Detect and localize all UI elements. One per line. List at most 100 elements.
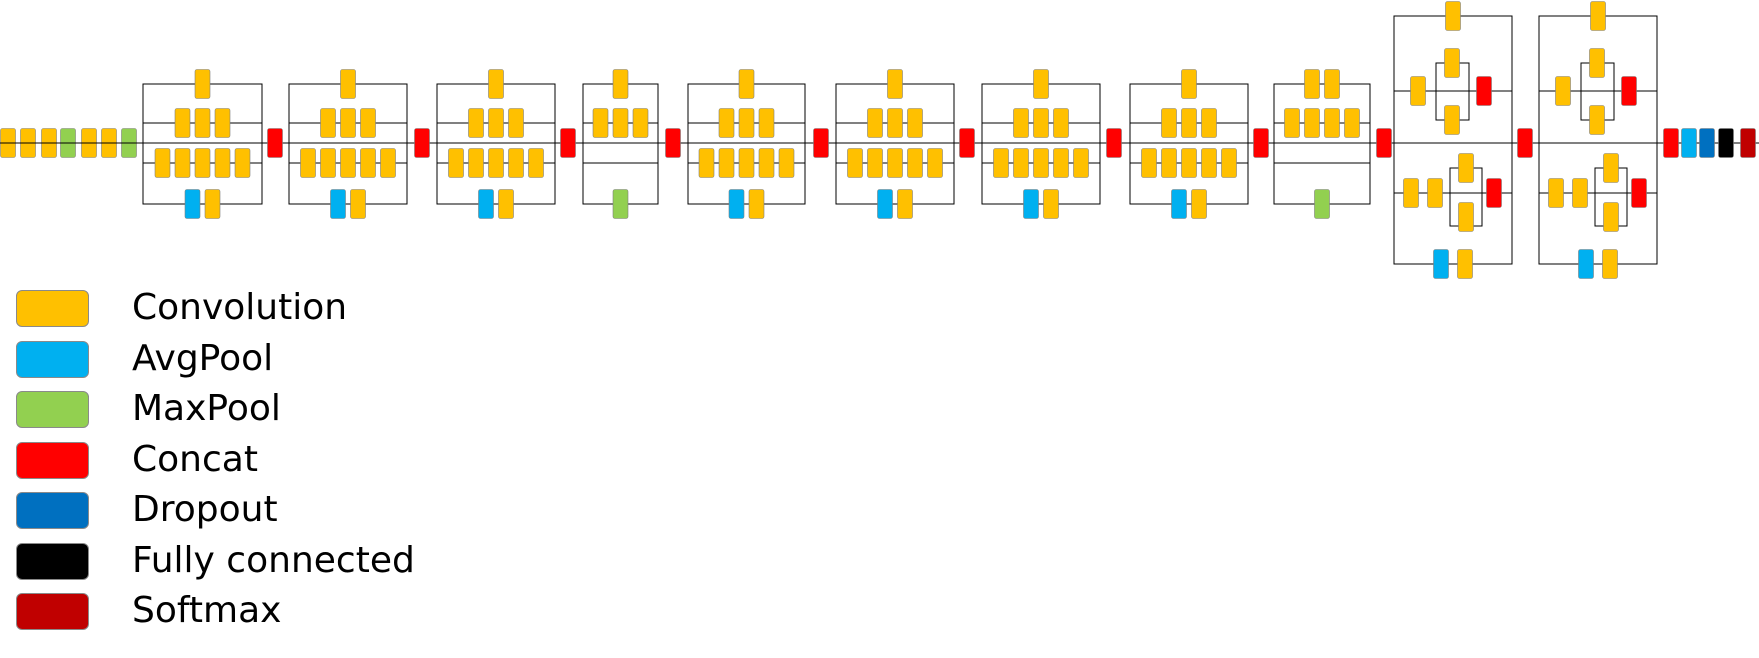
convolution-block — [1590, 1, 1606, 31]
concat-block — [1376, 128, 1392, 158]
convolution-swatch — [16, 290, 89, 327]
convolution-block — [1043, 189, 1059, 219]
convolution-block — [360, 108, 376, 138]
module-b-1 — [687, 83, 806, 205]
convolution-block — [1324, 69, 1340, 99]
convolution-block — [867, 108, 883, 138]
concat-block — [414, 128, 430, 158]
convolution-block — [1444, 105, 1460, 135]
avgpool-block — [478, 189, 494, 219]
convolution-block — [1201, 148, 1217, 178]
convolution-block — [887, 108, 903, 138]
concat-block — [267, 128, 283, 158]
convolution-block — [498, 189, 514, 219]
legend-item-convolution: Convolution — [16, 287, 616, 330]
convolution-block — [897, 189, 913, 219]
convolution-block — [612, 69, 629, 99]
avgpool-block — [1023, 189, 1039, 219]
avgpool-block — [1578, 249, 1594, 279]
concat-block — [813, 128, 829, 158]
convolution-block — [1141, 148, 1157, 178]
legend-item-maxpool: MaxPool — [16, 388, 616, 431]
convolution-block — [718, 108, 735, 138]
convolution-block — [1013, 108, 1029, 138]
convolution-block — [1073, 148, 1089, 178]
convolution-block — [1555, 76, 1571, 106]
concat-block — [1253, 128, 1269, 158]
maxpool-swatch — [16, 391, 89, 428]
convolution-block — [528, 148, 544, 178]
convolution-block — [1053, 108, 1069, 138]
convolution-block — [738, 148, 755, 178]
convolution-block — [1181, 108, 1197, 138]
convolution-block — [1410, 76, 1426, 106]
avgpool-swatch — [16, 341, 89, 378]
legend-item-fully-connected: Fully connected — [16, 540, 616, 583]
convolution-block — [1445, 1, 1461, 31]
convolution-block — [214, 108, 231, 138]
module-b-3 — [981, 83, 1101, 205]
convolution-block — [887, 69, 903, 99]
fully-connected-block — [1718, 128, 1734, 158]
convolution-block — [1304, 108, 1320, 138]
convolution-block — [907, 148, 923, 178]
avgpool-block — [330, 189, 346, 219]
concat-block — [1517, 128, 1533, 158]
convolution-block — [632, 108, 649, 138]
convolution-block — [1603, 153, 1619, 183]
convolution-block — [380, 148, 396, 178]
convolution-block — [320, 108, 336, 138]
convolution-block — [204, 189, 221, 219]
convolution-block — [1191, 189, 1207, 219]
avgpool-block — [877, 189, 893, 219]
convolution-block — [1457, 249, 1473, 279]
convolution-block — [1403, 178, 1419, 208]
convolution-block — [214, 148, 231, 178]
convolution-block — [1181, 148, 1197, 178]
convolution-block — [1161, 148, 1177, 178]
avgpool-block — [1433, 249, 1449, 279]
concat-block — [1476, 76, 1492, 106]
concat-block — [1631, 178, 1647, 208]
convolution-block — [508, 108, 524, 138]
convolution-block — [340, 69, 356, 99]
convolution-block — [1427, 178, 1443, 208]
concat-block — [560, 128, 576, 158]
legend-label-convolution: Convolution — [132, 287, 348, 328]
dropout-swatch — [16, 492, 89, 529]
legend-item-avgpool: AvgPool — [16, 338, 616, 381]
avgpool-block — [728, 189, 745, 219]
convolution-block — [778, 148, 795, 178]
convolution-block — [748, 189, 765, 219]
legend-label-dropout: Dropout — [132, 489, 278, 530]
convolution-block — [993, 148, 1009, 178]
legend-label-maxpool: MaxPool — [132, 388, 281, 429]
convolution-block — [488, 69, 504, 99]
module-a-2 — [288, 83, 408, 205]
legend-label-avgpool: AvgPool — [132, 338, 274, 379]
concat-block — [1106, 128, 1122, 158]
convolution-block — [174, 148, 191, 178]
convolution-block — [1284, 108, 1300, 138]
softmax-swatch — [16, 593, 89, 630]
concat-block — [959, 128, 975, 158]
avgpool-block — [1681, 128, 1697, 158]
convolution-block — [1458, 202, 1474, 232]
convolution-block — [154, 148, 171, 178]
legend-label-fully-connected: Fully connected — [132, 540, 415, 581]
convolution-block — [1013, 148, 1029, 178]
module-a-1 — [142, 83, 263, 205]
convolution-block — [758, 148, 775, 178]
convolution-block — [1033, 148, 1049, 178]
convolution-block — [508, 148, 524, 178]
convolution-block — [738, 108, 755, 138]
convolution-block — [1324, 108, 1340, 138]
convolution-block — [738, 69, 755, 99]
convolution-block — [1572, 178, 1588, 208]
convolution-block — [1458, 153, 1474, 183]
convolution-block — [698, 148, 715, 178]
convolution-block — [1444, 48, 1460, 78]
convolution-block — [718, 148, 735, 178]
convolution-block — [887, 148, 903, 178]
convolution-block — [1161, 108, 1177, 138]
